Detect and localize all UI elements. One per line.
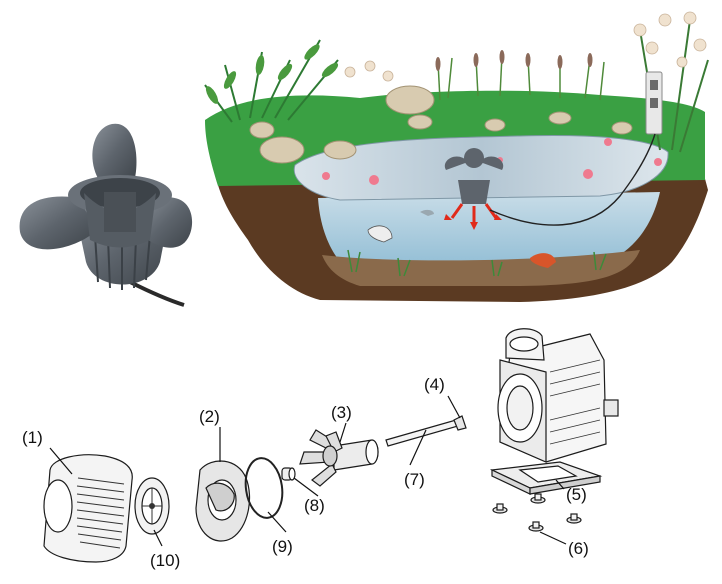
label-part-7: (7)	[404, 470, 425, 489]
part-7-shaft	[385, 419, 459, 447]
pump-motor-body	[497, 328, 619, 463]
part-1-front-cover	[43, 454, 133, 563]
label-part-5: (5)	[566, 485, 587, 504]
part-5-base-plate	[489, 461, 603, 495]
part-4-shaft-cap	[453, 415, 467, 431]
part-8-bushing	[281, 467, 296, 481]
label-part-3: (3)	[331, 403, 352, 422]
label-part-6: (6)	[568, 539, 589, 558]
part-10-intake-disc	[134, 477, 170, 535]
fountain-pump-photo	[19, 123, 193, 307]
part-6-suction-feet	[492, 493, 582, 532]
label-part-2: (2)	[199, 407, 220, 426]
part-2-volute-housing	[195, 460, 251, 542]
part-3-impeller-rotor	[299, 429, 379, 487]
part-labels: (1) (2) (3) (4) (5) (6) (7) (8) (9) (10)	[22, 375, 589, 570]
label-part-4: (4)	[424, 375, 445, 394]
label-part-9: (9)	[272, 537, 293, 556]
part-9-o-ring	[244, 457, 284, 519]
label-part-1: (1)	[22, 428, 43, 447]
submerged-pump	[444, 148, 504, 230]
pond-illustration	[204, 11, 709, 302]
label-part-8: (8)	[304, 496, 325, 515]
leader-lines	[49, 395, 567, 547]
label-part-10: (10)	[150, 551, 180, 570]
